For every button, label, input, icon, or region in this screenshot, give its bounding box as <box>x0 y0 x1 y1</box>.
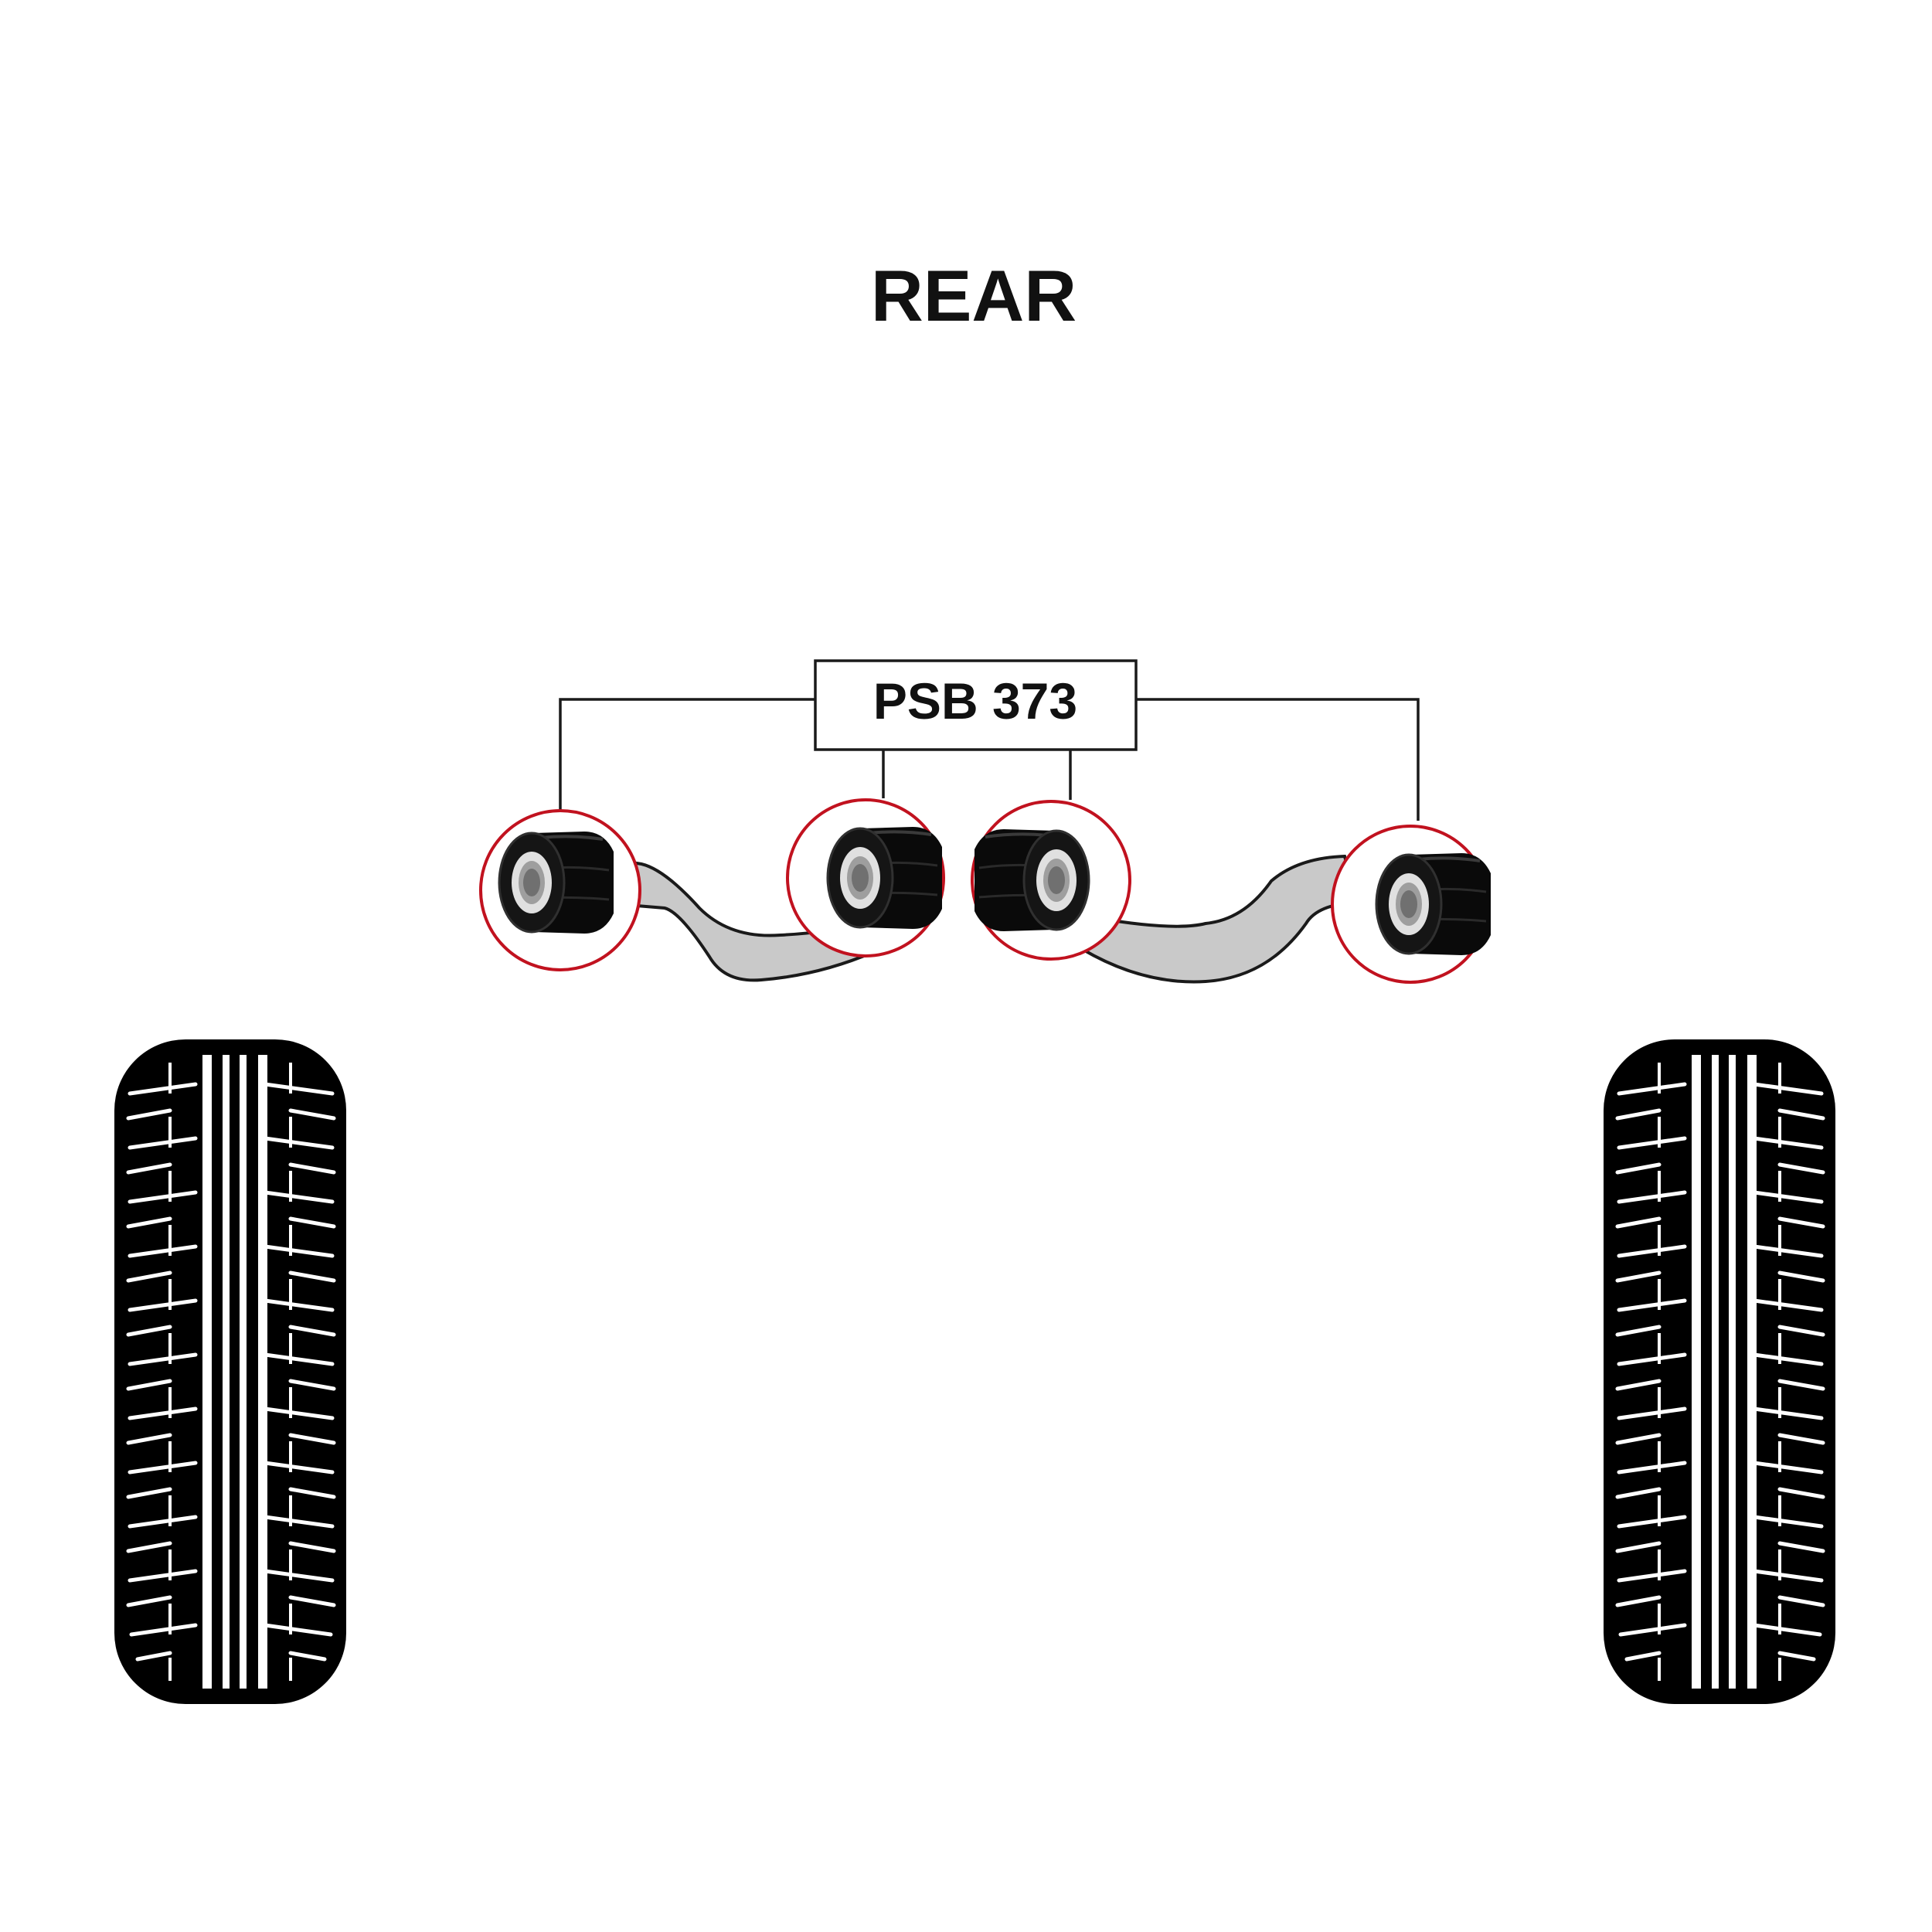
tyre-left-icon <box>114 1039 346 1704</box>
tyre-right-icon <box>1604 1039 1835 1704</box>
bushing-callout-2 <box>786 798 945 957</box>
leader-line-1 <box>559 698 815 811</box>
page-title: REAR <box>871 255 1077 336</box>
bushing-icon <box>1375 852 1492 957</box>
bushing-callout-4 <box>1331 825 1492 984</box>
part-number-label: PSB 373 <box>873 672 1077 730</box>
leader-lines <box>559 698 1420 821</box>
bushing-icon <box>973 828 1090 933</box>
bushing-icon <box>498 830 615 935</box>
part-label-box: PSB 373 <box>814 659 1138 751</box>
bushing-icon <box>826 825 944 930</box>
bushing-callout-3 <box>971 800 1131 961</box>
leader-line-4 <box>1136 698 1420 821</box>
bushing-callout-1 <box>479 809 641 971</box>
